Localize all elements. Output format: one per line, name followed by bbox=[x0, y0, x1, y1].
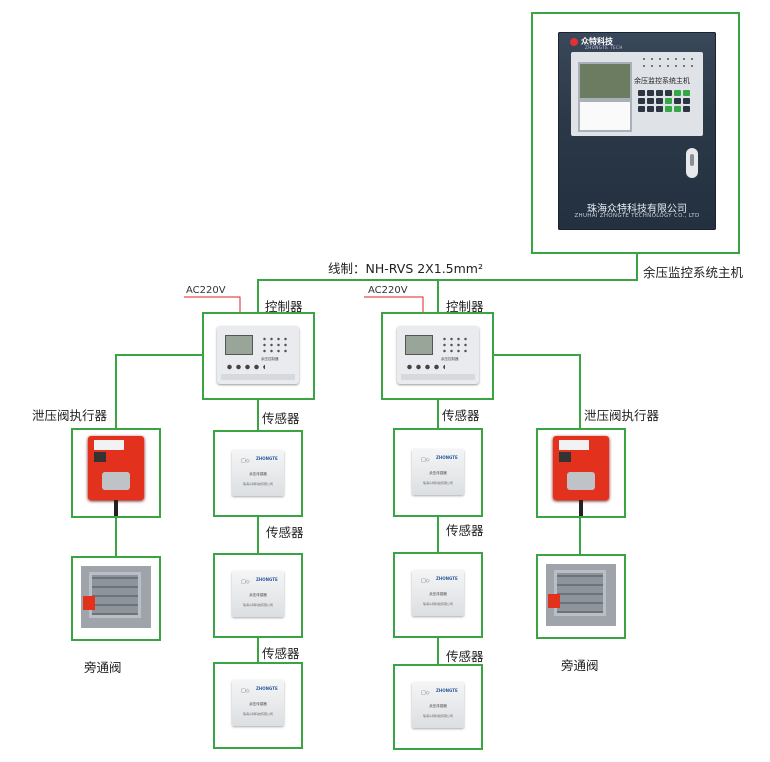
company-name-en: ZHUHAI ZHONGTE TECHNOLOGY CO., LTD bbox=[574, 213, 700, 219]
bypass-damper-2 bbox=[546, 564, 616, 626]
wire-ctrl1-actuator bbox=[115, 354, 202, 428]
company-name-cn: 珠海众特科技有限公司 bbox=[587, 204, 687, 215]
actuator-device-2 bbox=[553, 436, 609, 516]
sensor-box-l1 bbox=[213, 430, 303, 517]
bypass-label-2: 旁通阀 bbox=[561, 658, 599, 673]
company-logo: 众特科技 bbox=[570, 36, 613, 47]
main-unit-panel: 众特科技 ZHONGTE TECH 余压监控系统主机 珠海众特科技有限公司 ZH… bbox=[558, 32, 716, 230]
wire-ctrl2-actuator bbox=[494, 354, 581, 428]
bus-wire bbox=[257, 252, 638, 312]
sensor-label-l3: 传感器 bbox=[262, 646, 300, 661]
status-leds bbox=[643, 58, 693, 67]
bypass-label-1: 旁通阀 bbox=[84, 660, 122, 675]
sensor-label-l2: 传感器 bbox=[266, 525, 304, 540]
sensor-box-r2 bbox=[393, 552, 483, 638]
controller-device-1: 余压控制器 bbox=[217, 326, 299, 384]
actuator-label-1: 泄压阀执行器 bbox=[32, 408, 108, 423]
controller-device-2: 余压控制器 bbox=[397, 326, 479, 384]
sensor-label-r2: 传感器 bbox=[446, 523, 484, 538]
panel-title: 余压监控系统主机 bbox=[634, 77, 690, 85]
power-label-2: AC220V bbox=[368, 285, 408, 296]
printer-slot bbox=[578, 100, 632, 132]
sensor-label-r1: 传感器 bbox=[442, 408, 480, 423]
company-logo-sub: ZHONGTE TECH bbox=[585, 45, 623, 50]
actuator-label-2: 泄压阀执行器 bbox=[584, 408, 660, 423]
main-unit-label: 余压监控系统主机 bbox=[643, 265, 744, 280]
actuator-device-1 bbox=[88, 436, 144, 516]
controller-label-1: 控制器 bbox=[265, 299, 303, 314]
keypad bbox=[638, 90, 690, 112]
power-wire-2 bbox=[364, 296, 424, 312]
controller-label-2: 控制器 bbox=[446, 299, 484, 314]
door-lock bbox=[686, 148, 698, 178]
power-wire-1 bbox=[184, 296, 241, 312]
power-label-1: AC220V bbox=[186, 285, 226, 296]
main-lcd-screen bbox=[578, 62, 632, 100]
sensor-label-l1: 传感器 bbox=[262, 411, 300, 426]
sensor-label-r3: 传感器 bbox=[446, 649, 484, 664]
bypass-damper-1 bbox=[81, 566, 151, 628]
cable-spec-label: 线制：NH-RVS 2X1.5mm² bbox=[328, 261, 483, 276]
